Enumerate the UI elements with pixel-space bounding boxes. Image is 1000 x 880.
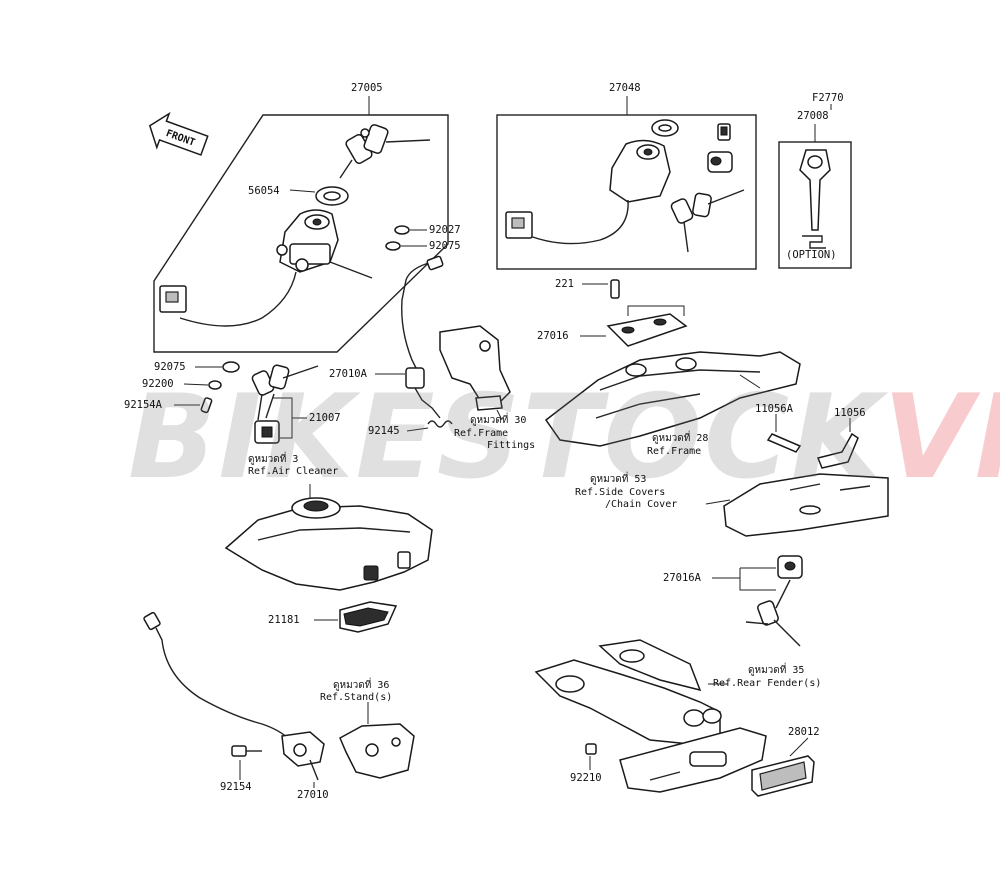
label-92145: 92145 [368,425,400,437]
label-27048: 27048 [609,82,641,94]
key-pair-upper [339,124,431,179]
label-11056A: 11056A [755,403,793,415]
ref-frame-fittings-line2: Ref.Frame [454,428,509,439]
label-92075-lower: 92075 [154,361,186,373]
label-27016: 27016 [537,330,569,342]
washers-right [385,225,427,251]
lock-set-parts [505,119,745,253]
front-direction-arrow [148,111,209,156]
ref-stand-line1: ดูหมวดที่ 36 [333,680,390,691]
label-27008: 27008 [797,110,829,122]
ref-side-covers-line2: Ref.Side Covers [575,487,666,498]
ref-air-cleaner-line2: Ref.Air Cleaner [248,466,339,477]
label-F2770: F2770 [812,92,844,104]
ref-rear-fender-line2: Ref.Rear Fender(s) [713,678,822,689]
air-cleaner-housing [224,484,433,591]
ignition-switch-set-box [153,96,449,353]
ref-frame-line1: ดูหมวดที่ 28 [652,433,709,444]
option-caption: (OPTION) [786,249,837,261]
label-221: 221 [555,278,574,290]
stand-bracket [339,702,415,779]
ref-frame-fittings-line3: Fittings [487,440,536,451]
ref-frame-line2: Ref.Frame [647,446,702,457]
rear-frame [544,351,801,447]
label-92154A: 92154A [124,399,162,411]
label-27005: 27005 [351,82,383,94]
washer-56054 [289,186,349,206]
ref-frame-fittings-line1: ดูหมวดที่ 30 [470,415,527,426]
bolt-92210 [585,743,597,770]
bracket-11056 [816,418,859,469]
washer-92075-lower [195,361,240,373]
label-27010A: 27010A [329,368,367,380]
plate-27016 [580,305,688,347]
reflector-28012 [751,737,815,797]
ref-stand-line2: Ref.Stand(s) [320,692,393,703]
bracket-11056A [766,414,802,453]
label-92075-upper: 92075 [429,240,461,252]
ref-side-covers-line3: /Chain Cover [605,499,678,510]
label-92200: 92200 [142,378,174,390]
label-21007: 21007 [309,412,341,424]
washer-92200 [183,380,222,390]
sidestand-switch-cable [143,611,291,741]
relay-21181 [314,601,398,633]
ref-side-covers-line1: ดูหมวดที่ 53 [590,474,647,485]
ref-rear-fender-line1: ดูหมวดที่ 35 [748,665,805,676]
lock-set-box [496,96,757,270]
frame-fittings-bracket [439,325,511,421]
label-27016A: 27016A [663,572,701,584]
key-pair-lower [251,364,319,444]
lock-27016A [712,555,803,647]
label-11056: 11056 [834,407,866,419]
rear-fender [534,639,767,793]
label-92027: 92027 [429,224,461,236]
side-cover [705,473,889,537]
ref-air-cleaner-line1: ดูหมวดที่ 3 [248,454,299,465]
label-92210: 92210 [570,772,602,784]
connector-left [159,285,187,313]
option-key-box [778,104,852,269]
label-56054: 56054 [248,185,280,197]
sidestand-switch-27010 [281,731,325,788]
label-92154: 92154 [220,781,252,793]
label-27010: 27010 [297,789,329,801]
screw-221 [582,279,620,299]
switch-cable-27010A [375,255,453,432]
label-28012: 28012 [788,726,820,738]
screw-92154 [231,745,262,780]
ignition-switch-body [179,209,373,327]
label-21181: 21181 [268,614,300,626]
screw-92154A [174,397,213,414]
